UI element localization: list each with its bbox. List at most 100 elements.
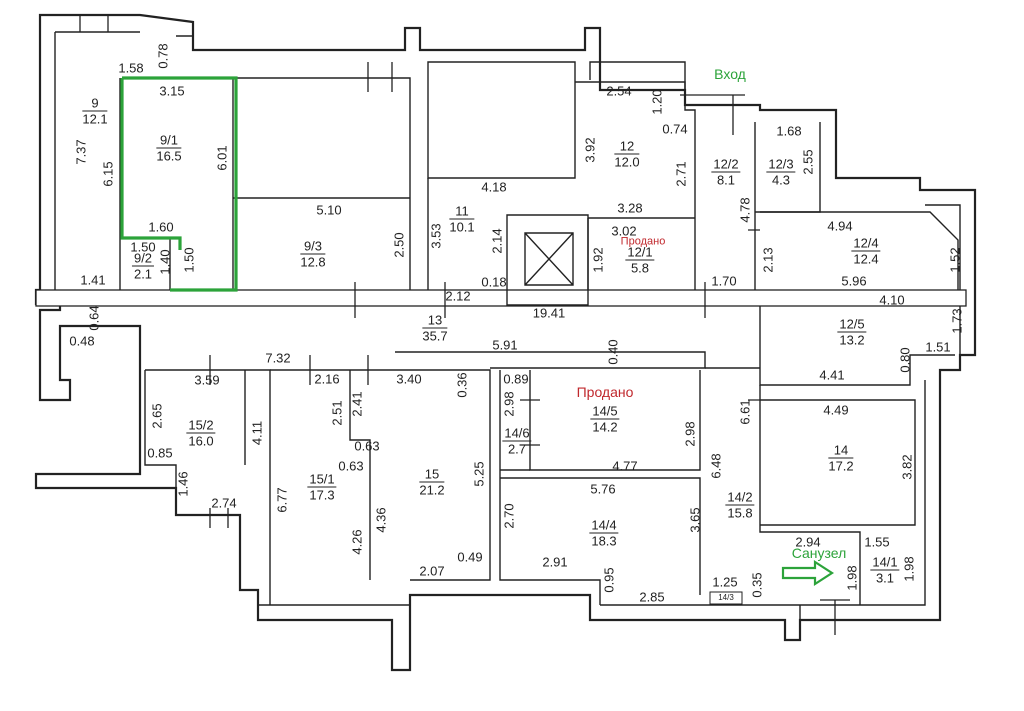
dimension-label: 2.07: [419, 563, 445, 579]
dimension-label: 4.11: [249, 420, 265, 446]
dimension-label: 1.40: [157, 249, 173, 275]
dimension-label: 0.85: [147, 445, 173, 461]
dimension-label: 3.92: [582, 137, 598, 163]
dimension-label: 6.77: [274, 487, 290, 513]
dimension-label: 2.41: [349, 391, 365, 417]
dimension-label: 4.41: [819, 367, 845, 383]
dimension-label: 0.18: [481, 274, 507, 290]
dimension-label: 6.01: [214, 145, 230, 171]
entrance-label: Вход: [714, 66, 746, 82]
dimension-label: 6.48: [708, 453, 724, 479]
dimension-label: 0.40: [605, 339, 621, 365]
dimension-label: 6.61: [737, 399, 753, 425]
dimension-label: 5.91: [492, 337, 518, 353]
dimension-label: 3.65: [687, 507, 703, 533]
dimension-label: 1.50: [181, 247, 197, 273]
dimension-label: 4.18: [481, 179, 507, 195]
dimension-label: 0.63: [354, 438, 380, 454]
dimension-label: 4.36: [373, 507, 389, 533]
dimension-label: 3.15: [159, 83, 185, 99]
dimension-label: 1.60: [148, 219, 174, 235]
dimension-label: 1.73: [949, 308, 965, 334]
dimension-label: 0.35: [749, 572, 765, 598]
dimension-label: 1.55: [864, 534, 890, 550]
dimension-label: 2.12: [445, 288, 471, 304]
dimension-label: 5.25: [471, 461, 487, 487]
dimension-label: 19.41: [532, 305, 566, 321]
dimension-label: 1.25: [712, 574, 738, 590]
dimension-label: 2.71: [673, 161, 689, 187]
dimension-label: 3.53: [428, 223, 444, 249]
dimension-label: 2.54: [606, 83, 632, 99]
dimension-label: 3.28: [617, 200, 643, 216]
dimension-label: 0.64: [86, 305, 102, 331]
dimension-label: 2.91: [542, 554, 568, 570]
sold-badge-12-1: Продано: [620, 235, 666, 248]
dimension-label: 1.92: [590, 247, 606, 273]
dimension-label: 0.48: [69, 333, 95, 349]
dimension-label: 2.98: [501, 391, 517, 417]
dimension-label: 4.10: [879, 292, 905, 308]
dimension-label: 2.14: [489, 228, 505, 254]
sold-badge-14-5: Продано: [576, 384, 634, 400]
interior-walls: [119, 61, 959, 605]
wall-ticks: [79, 15, 850, 635]
highlighted-room-9-1: [120, 76, 238, 292]
bathroom-arrow: [781, 559, 835, 587]
dimension-label: 7.32: [265, 350, 291, 366]
dimension-label: 4.94: [827, 218, 853, 234]
dimension-label: 1.46: [175, 471, 191, 497]
dimension-label: 5.96: [841, 273, 867, 289]
dimension-label: 2.50: [391, 232, 407, 258]
dimension-label: 4.78: [737, 197, 753, 223]
outer-walls: [34, 13, 977, 672]
dimension-label: 7.37: [73, 139, 89, 165]
room-14-3-box: [709, 591, 743, 605]
dimension-label: 1.58: [118, 60, 144, 76]
bathroom-label: Санузел: [791, 545, 847, 561]
corridor-band: [35, 289, 967, 307]
dimension-label: 1.41: [80, 272, 106, 288]
dimension-label: 2.13: [760, 247, 776, 273]
dimension-label: 1.50: [130, 239, 156, 255]
dimension-label: 0.89: [503, 371, 529, 387]
dimension-label: 1.98: [901, 556, 917, 582]
dimension-label: 4.77: [612, 458, 638, 474]
dimension-label: 0.95: [601, 567, 617, 593]
dimension-label: 2.94: [795, 534, 821, 550]
dimension-label: 2.55: [800, 149, 816, 175]
dimension-label: 1.20: [649, 89, 665, 115]
dimension-label: 2.98: [682, 421, 698, 447]
dimension-label: 0.74: [662, 121, 688, 137]
dimension-label: 1.52: [947, 247, 963, 273]
dimension-label: 1.70: [711, 273, 737, 289]
dimension-label: 1.98: [844, 565, 860, 591]
dimension-label: 3.02: [611, 223, 637, 239]
dimension-label: 3.82: [899, 454, 915, 480]
dimension-label: 2.85: [639, 589, 665, 605]
dimension-label: 3.59: [194, 372, 220, 388]
dimension-label: 4.49: [823, 402, 849, 418]
dimension-label: 6.15: [100, 161, 116, 187]
dimension-label: 2.16: [314, 371, 340, 387]
dimension-label: 1.51: [925, 339, 951, 355]
dimension-label: 5.10: [316, 202, 342, 218]
